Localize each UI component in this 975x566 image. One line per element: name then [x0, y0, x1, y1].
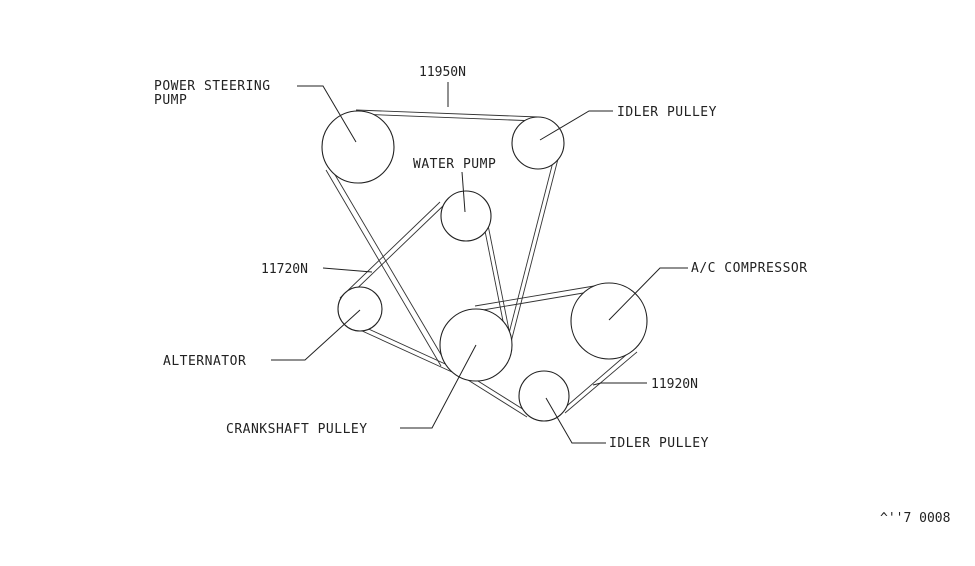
belt-11720n-right-inner	[483, 225, 507, 337]
leader-ac-compressor	[608, 267, 688, 321]
label-belt-11920n: 11920N	[651, 377, 698, 392]
belt-11720n-upper-left-inner	[343, 204, 445, 302]
lower-idler-pulley	[518, 370, 570, 422]
belt-11920n-upper-outer	[474, 284, 601, 307]
belt-11720n-lower-outer	[359, 329, 453, 373]
label-ac-compressor: A/C COMPRESSOR	[691, 261, 808, 276]
leader-alternator	[271, 309, 361, 361]
belt-11720n-right-outer	[487, 224, 511, 336]
leader-power-steering	[297, 85, 357, 143]
leader-11920n	[592, 382, 647, 386]
label-belt-11950n: 11950N	[419, 65, 466, 80]
belt-11950n-left-strand-outer	[325, 169, 442, 367]
belt-11950n	[325, 109, 560, 367]
leader-crankshaft	[400, 344, 477, 429]
label-upper-idler-pulley: IDLER PULLEY	[617, 105, 717, 120]
label-power-steering-pump-line2: PUMP	[154, 93, 187, 108]
leader-11720n	[322, 267, 373, 273]
belt-11720n-lower-inner	[361, 325, 455, 369]
label-belt-11720n: 11720N	[261, 262, 308, 277]
belt-11950n-top-strand-inner	[356, 113, 538, 122]
label-power-steering-pump-line1: POWER STEERING	[154, 79, 271, 94]
leader-upper-idler	[539, 110, 613, 141]
belt-11920n-lower-left-outer	[459, 374, 528, 418]
label-water-pump: WATER PUMP	[413, 157, 496, 172]
belt-11720n	[339, 201, 511, 373]
upper-idler-pulley	[511, 116, 565, 170]
belt-11950n-right-strand-outer	[509, 154, 560, 347]
label-alternator: ALTERNATOR	[163, 354, 246, 369]
label-crankshaft-pulley: CRANKSHAFT PULLEY	[226, 422, 368, 437]
belt-11920n-upper-inner	[476, 289, 602, 312]
power-steering-pump-pulley	[321, 110, 395, 184]
leader-lower-idler	[545, 397, 606, 444]
belt-11950n-top-strand-outer	[355, 109, 539, 118]
leader-water-pump	[461, 171, 466, 213]
ac-compressor-pulley	[570, 282, 648, 360]
belt-11950n-right-strand-inner	[505, 153, 556, 346]
belt-11720n-upper-left-outer	[339, 201, 441, 299]
drawing-reference-number: ^''7 0008	[880, 511, 950, 526]
belt-11950n-left-strand-inner	[330, 167, 447, 364]
label-lower-idler-pulley: IDLER PULLEY	[609, 436, 709, 451]
water-pump-pulley	[440, 190, 492, 242]
belt-11920n-lower-right-inner	[560, 348, 634, 412]
